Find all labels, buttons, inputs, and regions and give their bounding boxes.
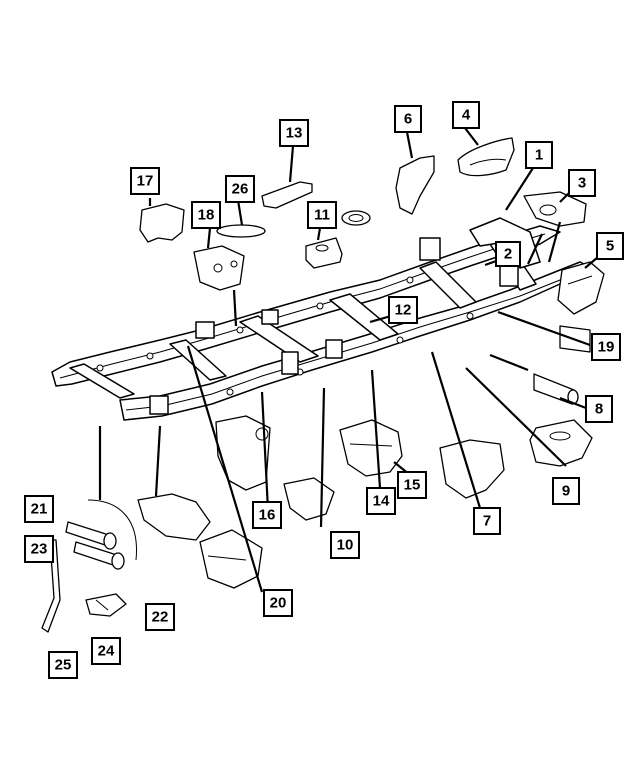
callout-13: 13 bbox=[279, 119, 309, 147]
svg-text:6: 6 bbox=[404, 111, 412, 128]
callout-4: 4 bbox=[452, 101, 480, 129]
callout-23: 23 bbox=[24, 535, 54, 563]
part-10-bracket bbox=[283, 477, 335, 521]
callout-14: 14 bbox=[366, 487, 396, 515]
front-crossmember bbox=[69, 363, 135, 399]
part-5-plate bbox=[557, 261, 605, 315]
part-23-bolt bbox=[73, 541, 125, 570]
frame-assembly bbox=[51, 217, 593, 421]
svg-text:26: 26 bbox=[232, 181, 249, 198]
crossmember-rear-1 bbox=[419, 261, 477, 309]
svg-text:13: 13 bbox=[286, 125, 303, 142]
callout-10: 10 bbox=[330, 531, 360, 559]
part-13-strap bbox=[261, 181, 313, 209]
callout-5: 5 bbox=[596, 232, 624, 260]
callout-19: 19 bbox=[591, 333, 621, 361]
part-9-bracket bbox=[529, 419, 593, 467]
callout-6: 6 bbox=[394, 105, 422, 133]
svg-text:11: 11 bbox=[314, 207, 330, 224]
svg-text:7: 7 bbox=[483, 513, 491, 530]
svg-text:21: 21 bbox=[31, 501, 48, 518]
rear-kickup bbox=[469, 217, 541, 269]
part-21-bolt bbox=[65, 521, 117, 550]
callout-24: 24 bbox=[91, 637, 121, 665]
callout-18: 18 bbox=[191, 201, 221, 229]
callout-15: 15 bbox=[397, 471, 427, 499]
callout-22: 22 bbox=[145, 603, 175, 631]
crossmember-2 bbox=[169, 339, 227, 381]
leader-lines bbox=[98, 127, 599, 593]
svg-text:23: 23 bbox=[31, 541, 48, 558]
svg-text:20: 20 bbox=[270, 595, 287, 612]
part-22-ubolt bbox=[85, 593, 127, 617]
svg-text:25: 25 bbox=[55, 657, 72, 674]
part-7-bracket bbox=[439, 439, 505, 499]
svg-text:17: 17 bbox=[137, 173, 154, 190]
svg-text:8: 8 bbox=[595, 401, 603, 418]
svg-text:15: 15 bbox=[404, 477, 421, 494]
callout-20: 20 bbox=[263, 589, 293, 617]
svg-text:3: 3 bbox=[578, 175, 586, 192]
part-26-pad bbox=[216, 224, 266, 238]
callout-1: 1 bbox=[525, 141, 553, 169]
svg-text:2: 2 bbox=[504, 246, 512, 263]
callout-25: 25 bbox=[48, 651, 78, 679]
callout-11: 11 bbox=[307, 201, 337, 229]
part-16-bracket bbox=[215, 415, 271, 491]
part-6-bracket bbox=[395, 155, 435, 215]
callout-2: 2 bbox=[495, 241, 521, 267]
svg-text:19: 19 bbox=[598, 339, 615, 356]
svg-text:14: 14 bbox=[373, 493, 390, 510]
svg-text:16: 16 bbox=[259, 507, 276, 524]
callout-3: 3 bbox=[568, 169, 596, 197]
svg-text:24: 24 bbox=[98, 643, 115, 660]
part-17-bracket bbox=[139, 203, 185, 243]
callout-21: 21 bbox=[24, 495, 54, 523]
callout-9: 9 bbox=[552, 477, 580, 505]
crossmember-center bbox=[329, 293, 399, 341]
front-skid-bracket bbox=[137, 493, 211, 541]
part-11-bushing bbox=[305, 237, 343, 269]
svg-text:22: 22 bbox=[152, 609, 169, 626]
callout-12: 12 bbox=[388, 296, 418, 324]
svg-text:18: 18 bbox=[198, 207, 215, 224]
svg-text:12: 12 bbox=[395, 302, 412, 319]
svg-text:1: 1 bbox=[535, 147, 543, 164]
part-4-mount-cover bbox=[457, 137, 515, 177]
callout-26: 26 bbox=[225, 175, 255, 203]
callout-7: 7 bbox=[473, 507, 501, 535]
part-14-bracket bbox=[339, 419, 403, 477]
callout-8: 8 bbox=[585, 395, 613, 423]
svg-text:4: 4 bbox=[462, 107, 471, 124]
crossmember-3 bbox=[239, 315, 319, 363]
callout-16: 16 bbox=[252, 501, 282, 529]
callout-17: 17 bbox=[130, 167, 160, 195]
svg-text:5: 5 bbox=[606, 238, 614, 255]
svg-text:10: 10 bbox=[337, 537, 354, 554]
svg-text:9: 9 bbox=[562, 483, 570, 500]
